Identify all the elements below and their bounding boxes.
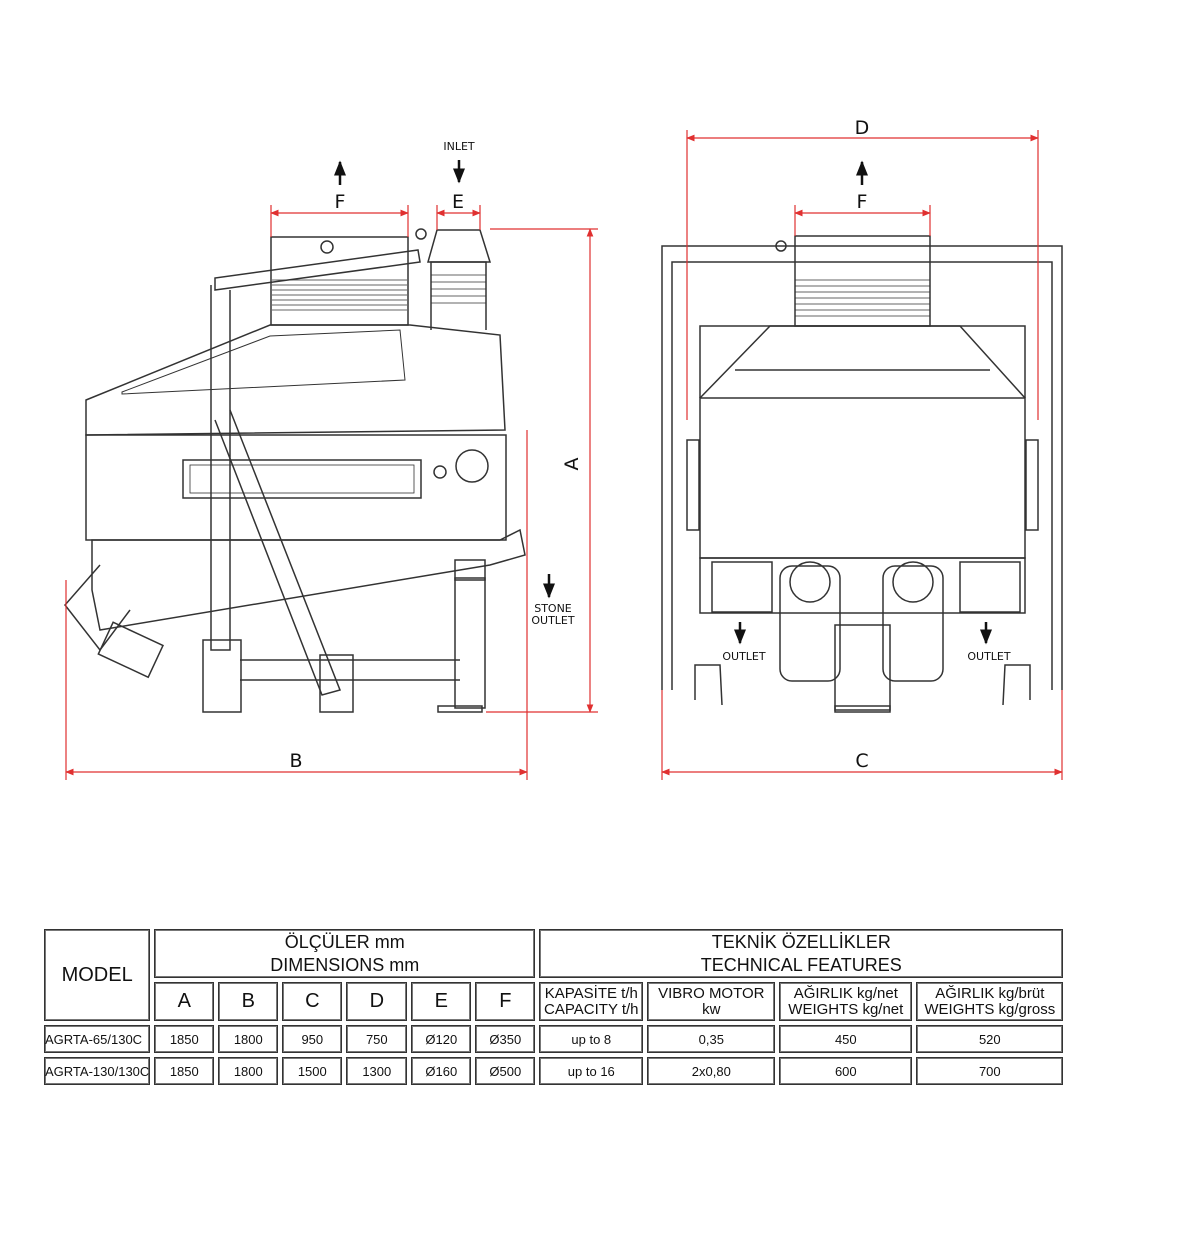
col-header-f: F — [475, 982, 536, 1021]
dim-e-cell: Ø160 — [411, 1057, 472, 1085]
weight-gross-cell: 700 — [916, 1057, 1064, 1085]
col-header-a: A — [154, 982, 215, 1021]
dim-label-f-side: F — [335, 191, 346, 213]
dim-e-cell: Ø120 — [411, 1025, 472, 1053]
col-header-e: E — [411, 982, 472, 1021]
weight-net-cell: 450 — [779, 1025, 913, 1053]
model-cell: AGRTA-65/130C — [44, 1025, 151, 1053]
dim-b-cell: 1800 — [218, 1025, 279, 1053]
col-header-c: C — [282, 982, 343, 1021]
dim-c-cell: 1500 — [282, 1057, 343, 1085]
dim-b-cell: 1800 — [218, 1057, 279, 1085]
dim-d-cell: 750 — [346, 1025, 408, 1053]
front-view — [661, 235, 1063, 713]
model-header: MODEL — [44, 929, 151, 1021]
dim-d-cell: 1300 — [346, 1057, 408, 1085]
weight-net-cell: 600 — [779, 1057, 913, 1085]
vibro-motor-cell: 0,35 — [647, 1025, 776, 1053]
flow-arrows — [334, 160, 992, 645]
side-view — [64, 228, 526, 713]
inlet-label: INLET — [443, 140, 475, 153]
dim-label-d: D — [855, 117, 870, 139]
dim-label-f-front: F — [857, 191, 868, 213]
outlet-label-left: OUTLET — [722, 650, 766, 663]
stone-outlet-label-2: OUTLET — [531, 614, 575, 627]
dim-a-cell: 1850 — [154, 1025, 215, 1053]
vibro-motor-cell: 2x0,80 — [647, 1057, 776, 1085]
table-row: AGRTA-130/130C 1850 1800 1500 1300 Ø160 … — [44, 1057, 1064, 1085]
dim-label-e: E — [452, 191, 464, 213]
dim-f-cell: Ø500 — [475, 1057, 536, 1085]
technical-drawing: F E INLET A B STONE OUTLET D F C OUTLET … — [64, 117, 1063, 780]
dim-label-a: A — [561, 458, 583, 471]
table-row: AGRTA-65/130C 1850 1800 950 750 Ø120 Ø35… — [44, 1025, 1064, 1053]
col-header-d: D — [346, 982, 408, 1021]
capacity-cell: up to 16 — [539, 1057, 644, 1085]
dimension-lines — [65, 130, 1063, 780]
capacity-cell: up to 8 — [539, 1025, 644, 1053]
dim-f-cell: Ø350 — [475, 1025, 536, 1053]
dim-a-cell: 1850 — [154, 1057, 215, 1085]
weight-gross-cell: 520 — [916, 1025, 1064, 1053]
model-cell: AGRTA-130/130C — [44, 1057, 151, 1085]
dim-c-cell: 950 — [282, 1025, 343, 1053]
col-header-b: B — [218, 982, 279, 1021]
outlet-label-right: OUTLET — [967, 650, 1011, 663]
stone-outlet-label: STONE — [534, 602, 572, 615]
dim-label-b: B — [289, 750, 302, 772]
dim-label-c: C — [855, 750, 868, 772]
